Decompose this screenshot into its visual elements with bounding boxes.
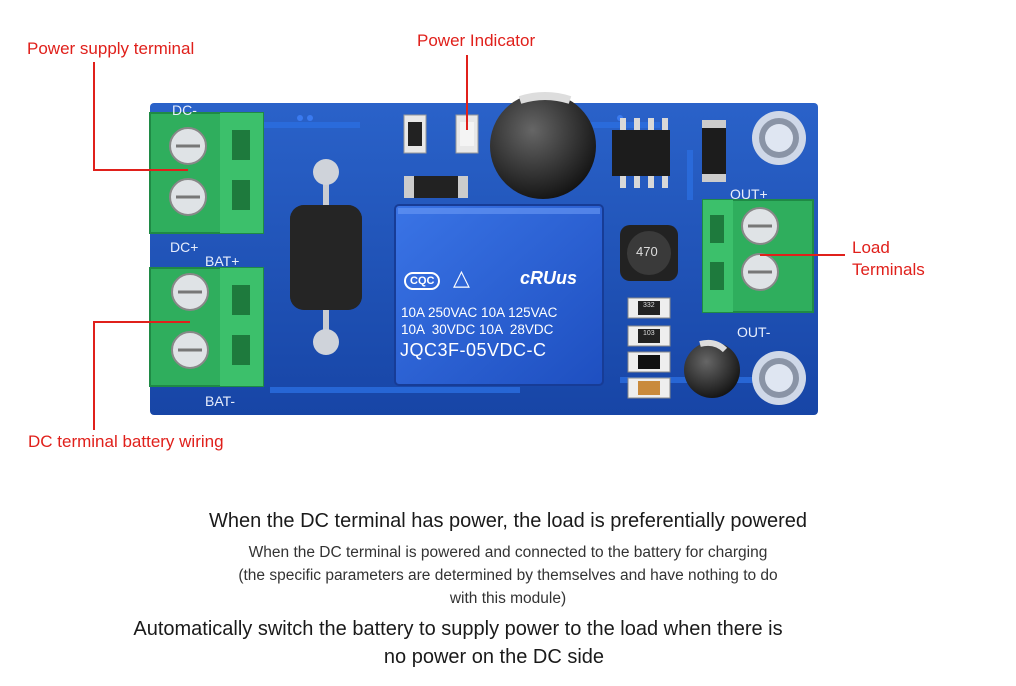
relay-warning-icon: △ — [453, 266, 470, 291]
small-capacitor — [684, 339, 740, 398]
relay-logo-ul: cRUus — [520, 268, 578, 288]
silk-bat-plus: BAT+ — [205, 253, 240, 269]
caption-bottom-line1: Automatically switch the battery to supp… — [133, 618, 783, 640]
callout-battery-wiring: DC terminal battery wiring — [28, 432, 224, 451]
caption-sub-line2: (the specific parameters are determined … — [238, 567, 778, 584]
bat-terminal-block — [149, 267, 264, 387]
relay-logo-cqc: CQC — [404, 272, 441, 290]
caption-main: When the DC terminal has power, the load… — [208, 510, 808, 532]
smd-component-stack — [627, 297, 671, 399]
silk-out-minus: OUT- — [737, 324, 771, 340]
caption-sub-line1: When the DC terminal is powered and conn… — [248, 544, 768, 561]
callout-power-indicator: Power Indicator — [417, 31, 536, 50]
relay-rating-line2: 10A 30VDC 10A 28VDC — [401, 322, 554, 337]
callout-load-line1: Load — [852, 238, 890, 257]
callout-load-line2: Terminals — [852, 260, 925, 279]
inductor — [620, 225, 678, 281]
silk-bat-minus: BAT- — [205, 393, 236, 409]
caption-bottom-line2: no power on the DC side — [383, 646, 605, 668]
callout-power-supply-terminal: Power supply terminal — [27, 39, 195, 58]
caption-sub-line3: with this module) — [449, 590, 567, 607]
silk-dc-minus: DC- — [172, 102, 197, 118]
smd-code-1: 332 — [643, 302, 655, 309]
smd-diode-right — [702, 120, 726, 182]
power-diode — [290, 159, 362, 355]
relay — [394, 204, 604, 386]
callout-lines — [93, 55, 845, 430]
electrolytic-capacitor — [490, 92, 596, 199]
inductor-code: 470 — [636, 244, 658, 259]
dc-terminal-block — [149, 112, 264, 234]
relay-model: JQC3F-05VDC-C — [400, 340, 547, 360]
mounting-hole-bottom — [752, 351, 806, 405]
ic-chip — [612, 118, 670, 188]
smd-diode — [404, 176, 468, 198]
relay-rating-line1: 10A 250VAC 10A 125VAC — [401, 305, 558, 320]
mounting-hole-top — [752, 111, 806, 165]
relay-board-illustration — [93, 55, 845, 430]
smd-code-2: 103 — [643, 330, 655, 337]
silk-dc-plus: DC+ — [170, 239, 199, 255]
silk-out-plus: OUT+ — [730, 186, 768, 202]
